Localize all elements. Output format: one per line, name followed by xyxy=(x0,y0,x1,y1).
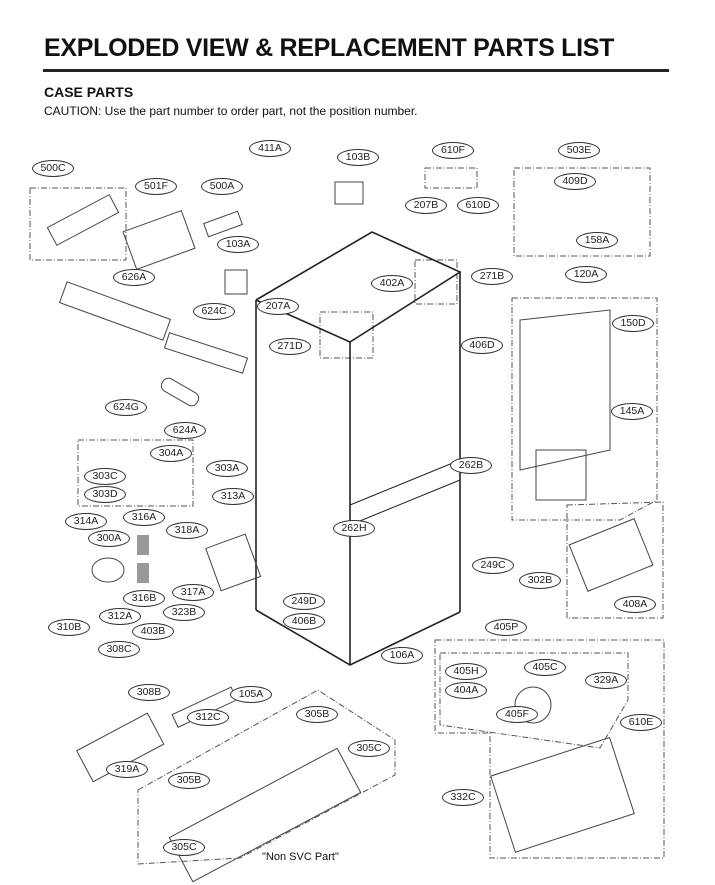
part-label[interactable]: 145A xyxy=(611,403,653,420)
part-label[interactable]: 624G xyxy=(105,399,147,416)
part-label[interactable]: 503E xyxy=(558,142,600,159)
part-label[interactable]: 305C xyxy=(348,740,390,757)
caution-text: CAUTION: Use the part number to order pa… xyxy=(44,104,418,118)
part-label[interactable]: 271B xyxy=(471,268,513,285)
part-label[interactable]: 500C xyxy=(32,160,74,177)
part-label[interactable]: 312C xyxy=(187,709,229,726)
part-label[interactable]: 405P xyxy=(485,619,527,636)
cabinet-outline xyxy=(255,231,462,666)
part-label[interactable]: 404A xyxy=(445,682,487,699)
part-label[interactable]: 403B xyxy=(132,623,174,640)
part-label[interactable]: 103A xyxy=(217,236,259,253)
part-label[interactable]: 262B xyxy=(450,457,492,474)
title-divider xyxy=(43,69,669,72)
part-label[interactable]: 610E xyxy=(620,714,662,731)
part-label[interactable]: 106A xyxy=(381,647,423,664)
part-label[interactable]: 318A xyxy=(166,522,208,539)
part-label[interactable]: 271D xyxy=(269,338,311,355)
part-label[interactable]: 610F xyxy=(432,142,474,159)
part-label[interactable]: 406D xyxy=(461,337,503,354)
part-label[interactable]: 405H xyxy=(445,663,487,680)
group-boxes xyxy=(29,167,665,865)
part-label[interactable]: 316B xyxy=(123,590,165,607)
part-label[interactable]: 207B xyxy=(405,197,447,214)
part-label[interactable]: 249C xyxy=(472,557,514,574)
part-label[interactable]: 323B xyxy=(163,604,205,621)
part-label[interactable]: 409D xyxy=(554,173,596,190)
part-label[interactable]: 319A xyxy=(106,761,148,778)
part-label[interactable]: 406B xyxy=(283,613,325,630)
part-label[interactable]: 300A xyxy=(88,530,130,547)
part-label[interactable]: 626A xyxy=(113,269,155,286)
part-label[interactable]: 405C xyxy=(524,659,566,676)
part-label[interactable]: 304A xyxy=(150,445,192,462)
part-label[interactable]: 305C xyxy=(163,839,205,856)
part-label[interactable]: 105A xyxy=(230,686,272,703)
part-label[interactable]: 329A xyxy=(585,672,627,689)
part-label[interactable]: 262H xyxy=(333,520,375,537)
part-label[interactable]: 305B xyxy=(296,706,338,723)
part-label[interactable]: 402A xyxy=(371,275,413,292)
part-label[interactable]: 249D xyxy=(283,593,325,610)
part-label[interactable]: 303D xyxy=(84,486,126,503)
part-label[interactable]: 624C xyxy=(193,303,235,320)
part-label[interactable]: 312A xyxy=(99,608,141,625)
part-label[interactable]: 207A xyxy=(257,298,299,315)
part-label[interactable]: 303A xyxy=(206,460,248,477)
part-label[interactable]: 302B xyxy=(519,572,561,589)
part-label[interactable]: 408A xyxy=(614,596,656,613)
part-label[interactable]: 313A xyxy=(212,488,254,505)
part-label[interactable]: 103B xyxy=(337,149,379,166)
non-svc-note: "Non SVC Part" xyxy=(262,851,339,863)
part-label[interactable]: 158A xyxy=(576,232,618,249)
part-label[interactable]: 308B xyxy=(128,684,170,701)
part-label[interactable]: 303C xyxy=(84,468,126,485)
part-label[interactable]: 120A xyxy=(565,266,607,283)
part-label[interactable]: 305B xyxy=(168,772,210,789)
part-label[interactable]: 150D xyxy=(612,315,654,332)
part-label[interactable]: 314A xyxy=(65,513,107,530)
part-label[interactable]: 405F xyxy=(496,706,538,723)
part-label[interactable]: 624A xyxy=(164,422,206,439)
part-label[interactable]: 332C xyxy=(442,789,484,806)
part-label[interactable]: 316A xyxy=(123,509,165,526)
part-label[interactable]: 610D xyxy=(457,197,499,214)
section-heading: CASE PARTS xyxy=(44,84,134,100)
part-label[interactable]: 317A xyxy=(172,584,214,601)
part-label[interactable]: 411A xyxy=(249,140,291,157)
page-title: EXPLODED VIEW & REPLACEMENT PARTS LIST xyxy=(44,34,615,62)
part-label[interactable]: 308C xyxy=(98,641,140,658)
part-label[interactable]: 501F xyxy=(135,178,177,195)
part-sketches xyxy=(46,181,654,883)
part-label[interactable]: 500A xyxy=(201,178,243,195)
part-label[interactable]: 310B xyxy=(48,619,90,636)
